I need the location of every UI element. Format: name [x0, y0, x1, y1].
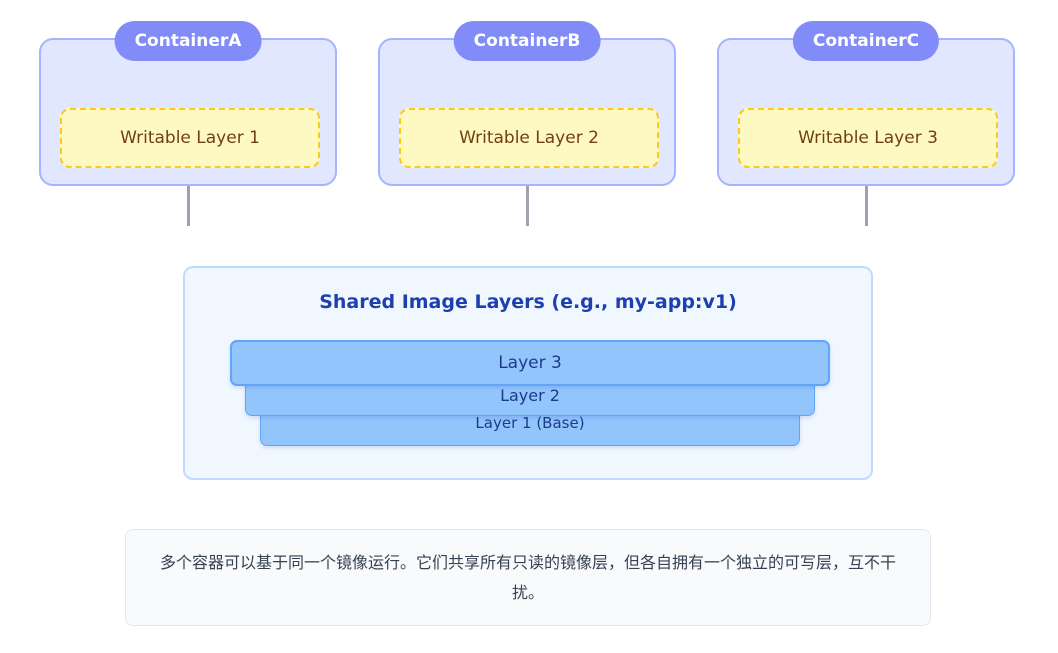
connector-b — [526, 186, 529, 226]
container-a: ContainerA Writable Layer 1 — [39, 21, 337, 186]
container-c: ContainerC Writable Layer 3 — [717, 21, 1015, 186]
caption-box: 多个容器可以基于同一个镜像运行。它们共享所有只读的镜像层，但各自拥有一个独立的可… — [125, 529, 931, 626]
connector-c — [865, 186, 868, 226]
writable-layer-1: Writable Layer 1 — [60, 108, 320, 168]
connector-a — [187, 186, 190, 226]
shared-image-layers: Shared Image Layers (e.g., my-app:v1) La… — [183, 266, 873, 480]
writable-layer-2: Writable Layer 2 — [399, 108, 659, 168]
caption-text: 多个容器可以基于同一个镜像运行。它们共享所有只读的镜像层，但各自拥有一个独立的可… — [159, 552, 896, 602]
writable-layer-3: Writable Layer 3 — [738, 108, 998, 168]
shared-image-title: Shared Image Layers (e.g., my-app:v1) — [319, 291, 737, 313]
container-b: ContainerB Writable Layer 2 — [378, 21, 676, 186]
container-c-label: ContainerC — [792, 21, 940, 61]
layer-3: Layer 3 — [230, 340, 830, 386]
container-a-label: ContainerA — [114, 21, 262, 61]
container-b-label: ContainerB — [453, 21, 601, 61]
